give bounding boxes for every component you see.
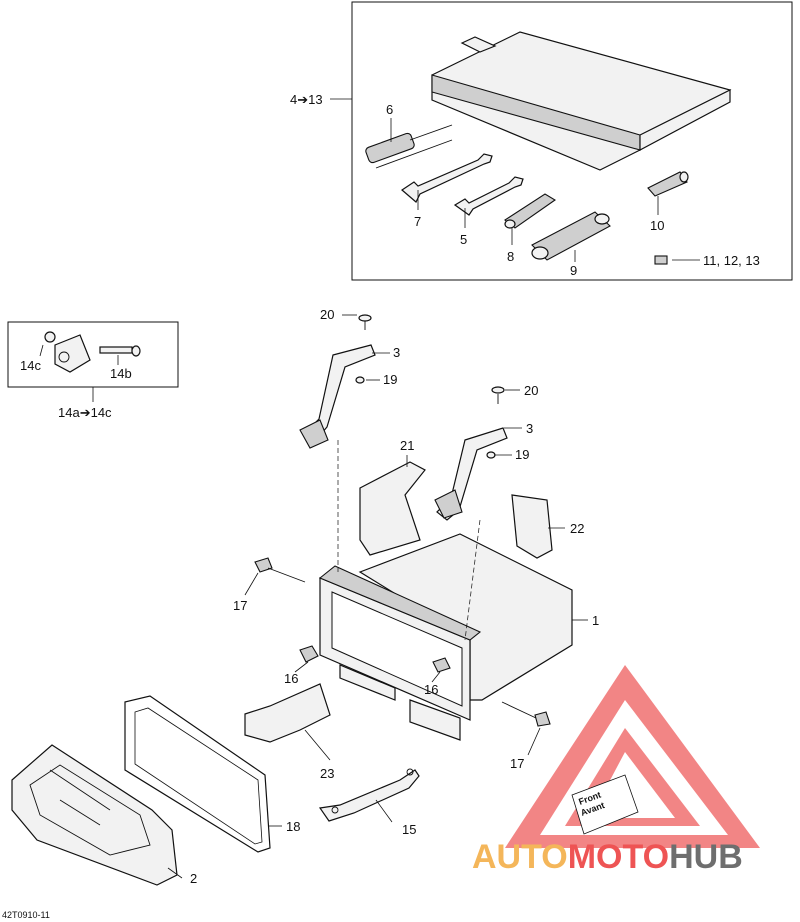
watermark-auto: AUTO [472, 838, 568, 876]
callout-23: 23 [320, 766, 334, 781]
pad-22 [511, 494, 553, 559]
socket-9 [531, 211, 611, 261]
callout-17b: 17 [510, 756, 524, 771]
bracket-15 [318, 768, 420, 822]
storage-box [318, 533, 573, 741]
callout-19b: 19 [515, 447, 529, 462]
callout-4-13: 4➔13 [290, 92, 323, 107]
callout-22: 22 [570, 521, 584, 536]
screwdriver [365, 124, 453, 169]
front-tag: Front Avant [571, 774, 639, 835]
callout-5: 5 [460, 232, 467, 247]
gasket-18 [124, 695, 271, 853]
callout-3a: 3 [393, 345, 400, 360]
plate-23 [244, 683, 331, 743]
strap-left [299, 314, 376, 449]
socket-8 [504, 193, 557, 229]
callout-16b: 16 [424, 682, 438, 697]
tool-kit-box [330, 1, 793, 281]
watermark-logo [505, 665, 760, 848]
callout-14c: 14c [20, 358, 41, 373]
bolt-17-right [501, 701, 551, 727]
strap-right [434, 386, 508, 521]
cover-2 [11, 744, 178, 886]
watermark-hub: HUB [669, 838, 743, 876]
insulator-21 [359, 461, 426, 556]
callout-18: 18 [286, 819, 300, 834]
svg-text:AUTOMOTOHUB: AUTOMOTOHUB [472, 838, 743, 876]
callout-6: 6 [386, 102, 393, 117]
callout-20a: 20 [320, 307, 334, 322]
wrench-5 [453, 176, 524, 216]
callout-9: 9 [570, 263, 577, 278]
callout-17a: 17 [233, 598, 247, 613]
callout-21: 21 [400, 438, 414, 453]
callout-2: 2 [190, 871, 197, 886]
callout-8: 8 [507, 249, 514, 264]
callout-15: 15 [402, 822, 416, 837]
callout-1: 1 [592, 613, 599, 628]
callout-7: 7 [414, 214, 421, 229]
callouts: 4➔13 6 7 5 8 9 10 11, 12, 13 14c 14b 14a… [20, 92, 760, 886]
nut-16-left [299, 645, 319, 663]
callout-14b: 14b [110, 366, 132, 381]
hinge-kit-box [7, 321, 179, 402]
leader-lines [167, 314, 588, 879]
callout-19a: 19 [383, 372, 397, 387]
callout-10: 10 [650, 218, 664, 233]
callout-11-13: 11, 12, 13 [703, 253, 760, 268]
callout-3b: 3 [526, 421, 533, 436]
callout-16a: 16 [284, 671, 298, 686]
watermark-text: AUTOMOTOHUB [472, 838, 743, 876]
figure-code: 42T0910-11 [2, 910, 50, 920]
fuse-10 [647, 171, 689, 197]
nut-16-right [432, 657, 451, 673]
small-fuses [654, 255, 668, 265]
callout-14a-14c: 14a➔14c [58, 405, 112, 420]
bolt-17-left [254, 557, 306, 583]
callout-20b: 20 [524, 383, 538, 398]
wrench-7 [401, 153, 493, 203]
alignment-lines [337, 440, 481, 641]
watermark-moto: MOTO [568, 838, 669, 876]
